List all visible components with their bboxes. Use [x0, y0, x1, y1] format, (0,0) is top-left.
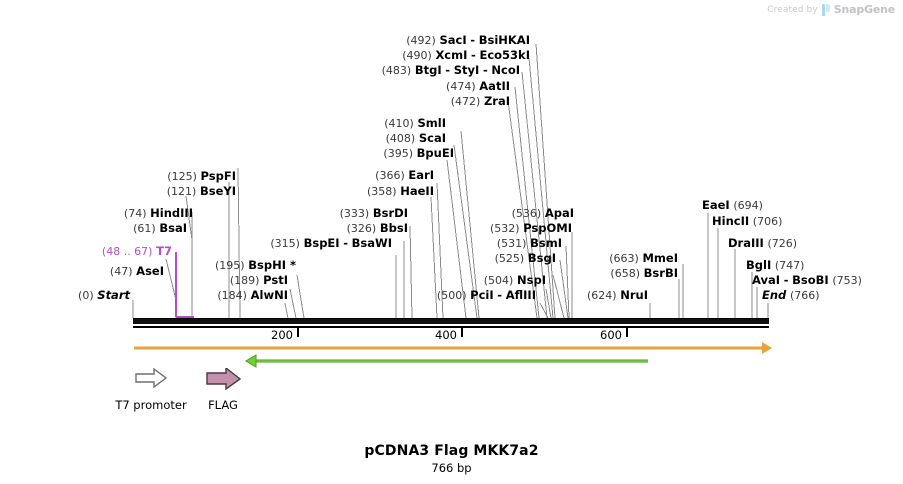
site-label-474[interactable]: (474) AatII: [446, 79, 510, 94]
site-label-61[interactable]: (61) BsaI: [133, 221, 187, 236]
site-label-490[interactable]: (490) XcmI - Eco53kI: [402, 48, 530, 63]
site-label-366[interactable]: (366) EarI: [375, 168, 434, 183]
site-label-536[interactable]: (536) ApaI: [511, 206, 574, 221]
site-label-525[interactable]: (525) BsgI: [494, 251, 556, 266]
promoter-arrow-icon: [135, 368, 168, 389]
snapgene-logo-icon: [821, 3, 830, 16]
site-label-472[interactable]: (472) ZraI: [450, 94, 510, 109]
site-label-end[interactable]: End (766): [762, 288, 820, 303]
cds-arrow-icon: [206, 368, 242, 391]
sequence-backbone-shadow: [133, 326, 769, 328]
ruler-tick-400: [461, 328, 463, 337]
site-label-74[interactable]: (74) HindIII: [123, 206, 193, 221]
site-label-408[interactable]: (408) ScaI: [385, 131, 446, 146]
legend-flag[interactable]: FLAG: [196, 368, 250, 412]
page-title: pCDNA3 Flag MKK7a2: [364, 443, 539, 459]
site-label-753[interactable]: AvaI - BsoBI (753): [752, 273, 862, 288]
snapgene-watermark: Created by SnapGene: [767, 3, 895, 16]
ruler-tick-200: [297, 328, 299, 337]
title-block: pCDNA3 Flag MKK7a2 766 bp: [0, 443, 903, 475]
site-label-747[interactable]: BglI (747): [746, 258, 805, 273]
site-label-358[interactable]: (358) HaeII: [367, 184, 434, 199]
orf-arrow: [134, 342, 772, 354]
legend-t7-promoter[interactable]: T7 promoter: [110, 368, 192, 412]
ruler-label-600: 600: [600, 328, 622, 342]
site-label-483[interactable]: (483) BtgI - StyI - NcoI: [381, 63, 520, 78]
site-label-706[interactable]: HincII (706): [712, 214, 783, 229]
site-label-504[interactable]: (504) NspI: [483, 273, 546, 288]
site-label-531[interactable]: (531) BsmI: [496, 236, 562, 251]
ruler-label-200: 200: [271, 328, 293, 342]
site-label-492[interactable]: (492) SacI - BsiHKAI: [406, 33, 530, 48]
ruler-tick-600: [626, 328, 628, 337]
site-label-195[interactable]: (195) BspHI *: [214, 258, 296, 273]
site-label-t7-promoter[interactable]: (48 .. 67) T7: [101, 244, 172, 259]
sequence-backbone[interactable]: [133, 318, 769, 324]
cds-arrow: [245, 354, 648, 368]
watermark-prefix: Created by: [767, 4, 818, 15]
ruler-label-400: 400: [435, 328, 457, 342]
site-label-658[interactable]: (658) BsrBI: [610, 266, 678, 281]
site-label-315[interactable]: (315) BspEI - BsaWI: [270, 236, 392, 251]
site-label-326[interactable]: (326) BbsI: [346, 221, 408, 236]
site-label-start[interactable]: (0) Start: [78, 288, 130, 303]
site-label-694[interactable]: EaeI (694): [702, 198, 763, 213]
site-label-500[interactable]: (500) PciI - AflIII: [436, 288, 536, 303]
plasmid-size-label: 766 bp: [431, 461, 472, 475]
site-label-121[interactable]: (121) BseYI: [166, 184, 236, 199]
site-label-189[interactable]: (189) PstI: [229, 273, 288, 288]
site-label-663[interactable]: (663) MmeI: [609, 251, 678, 266]
site-label-125[interactable]: (125) PspFI: [167, 169, 236, 184]
site-label-395[interactable]: (395) BpuEI: [383, 146, 454, 161]
site-label-624[interactable]: (624) NruI: [586, 288, 648, 303]
watermark-brand: SnapGene: [833, 3, 895, 16]
legend-flag-label: FLAG: [208, 398, 238, 412]
site-label-532[interactable]: (532) PspOMI: [489, 221, 572, 236]
site-label-333[interactable]: (333) BsrDI: [339, 206, 408, 221]
site-label-184[interactable]: (184) AlwNI: [217, 288, 288, 303]
legend-t7-promoter-label: T7 promoter: [115, 398, 187, 412]
site-label-47[interactable]: (47) AseI: [109, 264, 164, 279]
site-label-726[interactable]: DraIII (726): [728, 236, 798, 251]
site-label-410[interactable]: (410) SmlI: [384, 116, 446, 131]
